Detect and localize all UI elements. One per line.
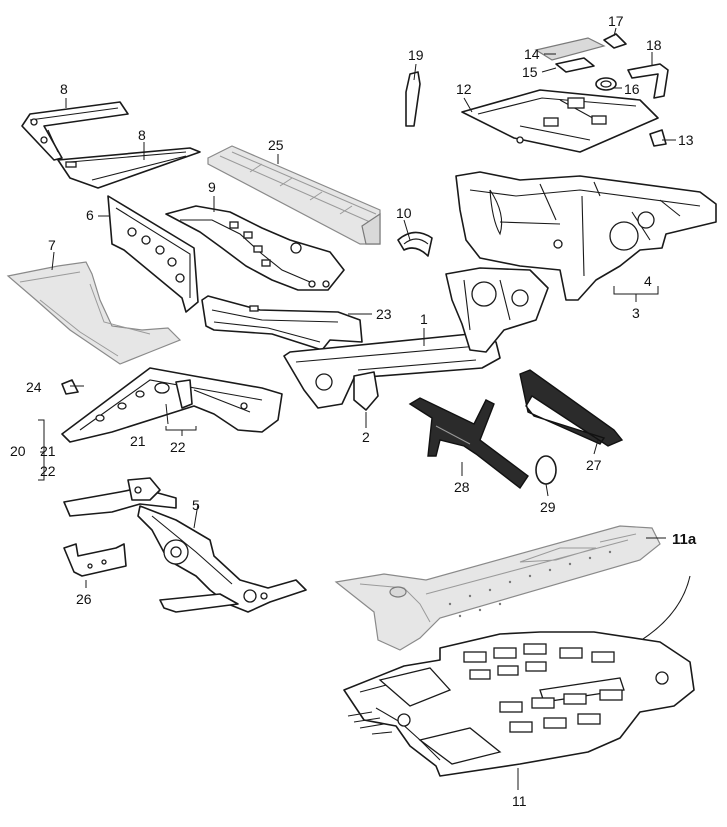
leader-lines bbox=[38, 27, 676, 790]
label-26: 26 bbox=[76, 591, 92, 607]
label-25: 25 bbox=[268, 137, 284, 153]
part-28-bracket bbox=[408, 397, 529, 490]
label-3: 3 bbox=[632, 305, 640, 321]
part-6-side-panel bbox=[107, 195, 199, 313]
label-22: 22 bbox=[170, 439, 186, 455]
label-14: 14 bbox=[524, 46, 540, 62]
label-6: 6 bbox=[86, 207, 94, 223]
label-20: 20 bbox=[10, 443, 26, 459]
part-12-floor-section bbox=[461, 89, 659, 153]
label-4: 4 bbox=[644, 273, 652, 289]
part-15-gasket bbox=[555, 57, 595, 73]
part-3-rear-frame bbox=[455, 171, 717, 301]
part-29-ring bbox=[535, 455, 557, 485]
label-29: 29 bbox=[540, 499, 556, 515]
part-18-strap bbox=[627, 63, 669, 99]
label-9: 9 bbox=[208, 179, 216, 195]
part-11a-tunnel bbox=[334, 525, 661, 651]
callout-labels: 8 8 6 7 9 25 10 23 1 2 19 12 17 14 15 16… bbox=[10, 13, 697, 809]
label-12: 12 bbox=[456, 81, 472, 97]
label-21: 21 bbox=[130, 433, 146, 449]
label-16: 16 bbox=[624, 81, 640, 97]
label-8-lower: 8 bbox=[138, 127, 146, 143]
label-5: 5 bbox=[192, 497, 200, 513]
part-8-upper-frame bbox=[21, 101, 129, 161]
label-11: 11 bbox=[512, 793, 527, 809]
part-5-axle-beam bbox=[63, 477, 307, 613]
label-18: 18 bbox=[646, 37, 662, 53]
label-21-bracket: 21 bbox=[40, 443, 56, 459]
part-16-ring bbox=[595, 77, 617, 91]
part-10-shield bbox=[397, 231, 433, 257]
label-28: 28 bbox=[454, 479, 470, 495]
part-9-wheel-arch bbox=[165, 205, 345, 291]
part-24-clip bbox=[61, 379, 79, 395]
label-19: 19 bbox=[408, 47, 424, 63]
label-27: 27 bbox=[586, 457, 602, 473]
part-19-bracket bbox=[405, 71, 421, 127]
label-23: 23 bbox=[376, 306, 392, 322]
label-1: 1 bbox=[420, 311, 428, 327]
label-15: 15 bbox=[522, 64, 538, 80]
part-14-plate bbox=[534, 37, 606, 61]
part-13-plate bbox=[649, 129, 667, 147]
label-10: 10 bbox=[396, 205, 412, 221]
label-24: 24 bbox=[26, 379, 42, 395]
label-8-upper: 8 bbox=[60, 81, 68, 97]
label-22-bracket: 22 bbox=[40, 463, 56, 479]
part-26-bracket bbox=[63, 543, 127, 577]
part-25-sill-panel bbox=[207, 145, 381, 245]
label-11a: 11a bbox=[672, 531, 697, 548]
label-2: 2 bbox=[362, 429, 370, 445]
part-11-floor-pan bbox=[343, 575, 695, 777]
label-13: 13 bbox=[678, 132, 694, 148]
part-17-clip bbox=[603, 33, 627, 49]
part-7-quarter-panel bbox=[6, 261, 182, 365]
part-20-longitudinal bbox=[61, 367, 283, 443]
label-7: 7 bbox=[48, 237, 56, 253]
part-27-strut bbox=[519, 369, 624, 447]
part-8-lower-frame bbox=[57, 147, 201, 189]
label-17: 17 bbox=[608, 13, 624, 29]
part-23-rail bbox=[201, 295, 363, 351]
part-1-main-tube bbox=[283, 267, 549, 411]
